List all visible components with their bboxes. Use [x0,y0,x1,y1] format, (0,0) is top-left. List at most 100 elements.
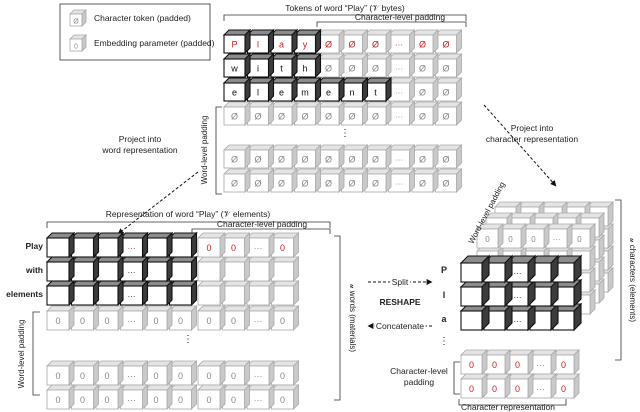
top-character-token-cell: e [316,76,346,103]
right-bottom-label: Character representation [461,402,555,412]
cell-glyph: 0 [561,384,566,394]
top-padding-cell: Ø [223,168,251,193]
cell-glyph: Ø [278,155,285,165]
left-word-padding-cell: 0 [144,360,173,386]
cell-glyph: Ø [442,64,449,74]
top-word-padding-label: Word-level padding [200,116,209,185]
legend: Ø 0 Character token (padded) Embedding p… [59,3,215,61]
cell-glyph: 0 [280,371,285,381]
left-embedding-cell [143,255,174,283]
left-embedding-cell [168,279,198,307]
top-padding-cell: Ø [317,168,345,193]
right-arrow-label-line1: Project into [511,123,554,133]
right-char-padding-cell: 0 [460,373,488,399]
right-char-padding-cell: ··· [529,349,557,375]
cell-glyph: t [374,88,377,98]
cell-glyph: Ø [372,112,379,122]
cell-glyph: Ø [372,155,379,165]
right-side-bracket [615,199,622,361]
top-header-label: Tokens of word “Play” (𝒱 bytes) [285,3,405,13]
left-word-padding-cell: ··· [246,305,275,331]
top-padding-cell: Ø [340,29,369,54]
cell-glyph: 0 [508,235,513,244]
left-word-padding-cell: 0 [46,305,75,331]
top-character-token-cell: y [293,28,322,55]
left-embedding-cell [70,255,100,283]
left-side-label: 𝓊 words (materials) [348,284,357,352]
cell-glyph: 0 [80,316,85,326]
reshape-label: RESHAPE [379,297,420,307]
cell-glyph: Ø [325,64,332,74]
left-word-representation-grid: ······0···00···0···0000···0000···0000···… [45,231,300,410]
top-token-grid: ØØ···ØØØØØØØØØ···tnemeleØØ···ØØØhtiwØØ··… [222,28,463,193]
cell-glyph: ··· [127,395,136,405]
cell-glyph: 0 [178,316,183,326]
left-side-bracket [334,235,341,401]
cell-glyph: 0 [153,316,158,326]
cell-glyph: Ø [442,40,449,50]
left-word-padding-cell: 0 [270,360,300,386]
cell-glyph: e [232,88,237,98]
top-character-token-cell: P [222,28,252,55]
top-padding-cell: Ø [293,101,322,126]
cell-glyph: Ø [325,179,332,189]
cell-glyph: n [349,88,354,98]
cell-glyph: Ø [231,179,238,189]
left-project-arrow [117,171,199,235]
right-char-padding-cell: 0 [506,373,534,399]
left-word-padding-cell: 0 [221,384,251,410]
cell-glyph: Ø [301,112,308,122]
top-padding-cell: Ø [340,168,369,193]
cell-glyph: Ø [73,19,79,26]
right-word-padding-cell: 0 [476,223,504,249]
right-char-padding-cell: 0 [483,373,511,399]
cell-glyph: Ø [419,155,426,165]
cell-glyph: Ø [442,179,449,189]
top-char-padding-bracket [316,21,467,27]
left-word-padding-cell: 0 [168,305,198,331]
top-padding-cell: Ø [317,144,345,169]
legend-embedding-parameter-label: Embedding parameter (padded) [94,38,215,48]
left-word-padding-cell: ··· [119,305,149,331]
top-padding-cell: ··· [387,168,416,193]
right-side-label: 𝓊 characters (elements) [628,238,637,322]
cell-glyph: ··· [536,360,545,370]
cell-glyph: 0 [231,316,236,326]
right-character-embedding-cell [459,278,491,308]
cell-glyph: e [326,88,331,98]
cell-glyph: Ø [325,155,332,165]
cell-glyph: ··· [254,371,263,381]
top-padding-cell: Ø [411,144,439,169]
cell-glyph: 0 [178,371,183,381]
right-project-arrow [483,104,557,187]
cell-glyph: Ø [254,179,261,189]
left-arrow-label-line1: Project into [119,134,162,144]
top-padding-cell: Ø [434,77,463,102]
cell-glyph: ··· [127,316,136,326]
top-padding-cell: Ø [434,168,463,193]
cell-glyph: Ø [278,112,285,122]
top-padding-cell: Ø [434,101,463,126]
top-padding-cell: Ø [223,144,251,169]
cell-glyph: ··· [128,292,136,301]
right-word-padding-cell: 0 [568,223,596,249]
cell-glyph: 0 [104,316,109,326]
top-padding-cell: Ø [340,144,369,169]
left-header-label: Representation of word “Play” (𝒱 element… [106,209,271,219]
top-padding-cell: ··· [387,53,416,78]
top-padding-cell: Ø [317,53,345,78]
cell-glyph: e [279,88,284,98]
cell-glyph: ··· [395,113,403,122]
cell-glyph: 0 [231,243,236,253]
left-word-padding-cell: 0 [70,360,100,386]
left-word-padding-cell: 0 [95,360,124,386]
cell-glyph: Ø [419,88,426,98]
cell-glyph: 0 [531,235,536,244]
left-word-padding-cell: 0 [168,360,198,386]
cell-glyph: 0 [74,44,78,51]
left-word-padding-cell: ··· [246,360,275,386]
cell-glyph: ··· [127,371,136,381]
right-char-padding-cell: 0 [460,349,488,375]
right-word-padding-cell: ··· [545,223,573,249]
left-header-bracket [46,221,331,228]
